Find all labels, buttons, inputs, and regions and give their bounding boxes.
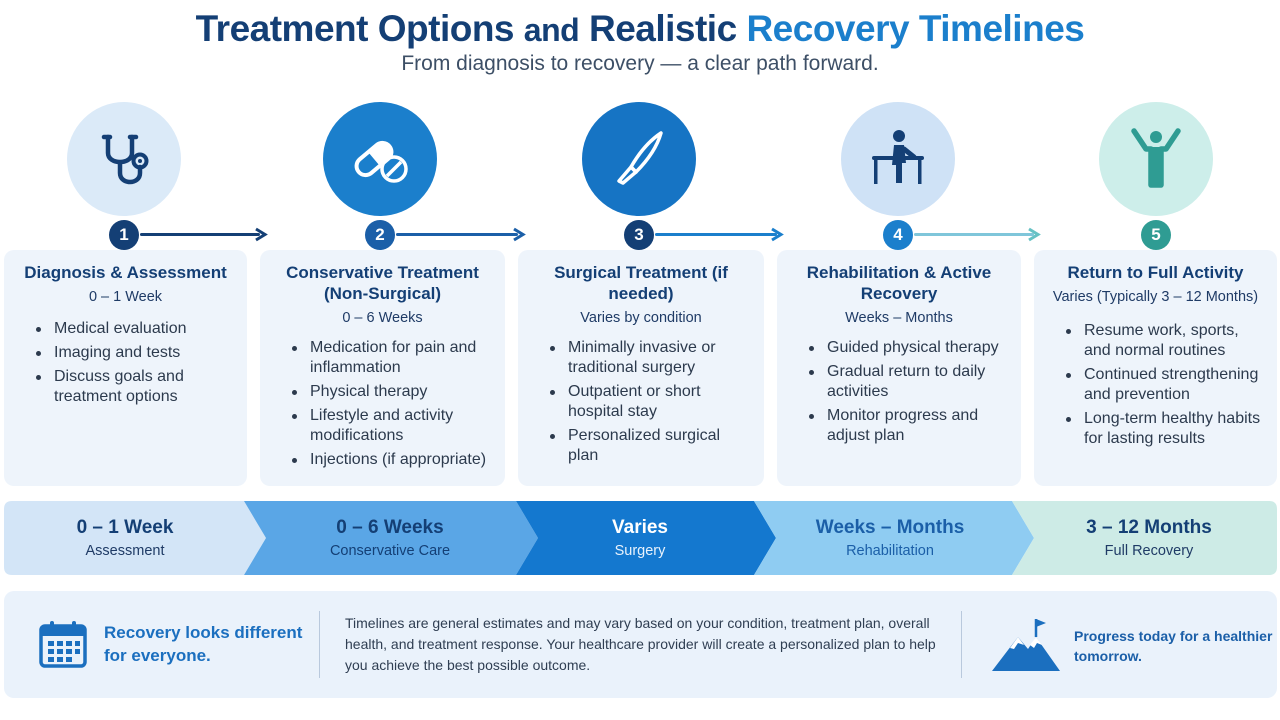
- step-2-title: Conservative Treatment (Non-Surgical): [286, 263, 479, 303]
- list-item: Gradual return to daily activities: [809, 362, 1011, 402]
- list-item: Imaging and tests: [36, 343, 237, 363]
- step-card-1: Diagnosis & Assessment 0 – 1 Week Medica…: [4, 250, 247, 486]
- step-2-bullets: Medication for pain and inflammation Phy…: [270, 338, 495, 470]
- timeline-4-duration: Weeks – Months: [815, 517, 965, 538]
- chevron-right-icon: [771, 227, 784, 242]
- list-item: Minimally invasive or traditional surger…: [550, 338, 754, 378]
- step-3-duration: Varies by condition: [580, 310, 702, 326]
- list-item: Continued strengthening and prevention: [1066, 365, 1267, 405]
- list-item: Injections (if appropriate): [292, 450, 495, 470]
- list-item: Medical evaluation: [36, 319, 237, 339]
- footer-body: Timelines are general estimates and may …: [345, 615, 936, 673]
- step-1-bullets: Medical evaluation Imaging and tests Dis…: [14, 319, 237, 407]
- step-1-title: Diagnosis & Assessment: [24, 263, 227, 282]
- step-1-duration: 0 – 1 Week: [88, 289, 163, 305]
- timeline-5-label: Full Recovery: [1104, 543, 1194, 559]
- connector-2-3: [396, 233, 518, 236]
- step-5-title: Return to Full Activity: [1067, 263, 1244, 282]
- person-arms-raised-icon: [1131, 128, 1181, 188]
- footer-tagline: Progress today for a healthier tomorrow.: [1074, 628, 1273, 664]
- timeline-segment-1-shape: [4, 501, 266, 575]
- step-5-number: 5: [1141, 220, 1171, 250]
- step-5-bullets: Resume work, sports, and normal routines…: [1044, 321, 1267, 449]
- title-part-2: and: [523, 12, 580, 48]
- timeline-3-label: Surgery: [614, 543, 666, 559]
- timeline-segment-3: Varies Surgery: [536, 501, 744, 575]
- timeline-chevrons: [4, 501, 1277, 575]
- step-4-duration: Weeks – Months: [845, 310, 953, 326]
- step-card-3: Surgical Treatment (if needed) Varies by…: [518, 250, 764, 486]
- list-item: Long-term healthy habits for lasting res…: [1066, 409, 1267, 449]
- step-2-duration: 0 – 6 Weeks: [342, 310, 423, 326]
- timeline-segment-4: Weeks – Months Rehabilitation: [778, 501, 1002, 575]
- timeline-1-label: Assessment: [85, 543, 165, 559]
- footer-note: Recovery looks different for everyone. T…: [4, 591, 1277, 698]
- chevron-right-icon: [255, 227, 268, 242]
- timeline-segment-3-shape: [516, 501, 776, 575]
- list-item: Personalized surgical plan: [550, 426, 754, 466]
- timeline-segment-1: 0 – 1 Week Assessment: [14, 501, 236, 575]
- title-part-1: Treatment Options: [195, 8, 515, 49]
- step-5-icon-circle: [1099, 102, 1213, 216]
- timeline-2-duration: 0 – 6 Weeks: [336, 517, 444, 538]
- timeline-segment-2-shape: [244, 501, 538, 575]
- list-item: Discuss goals and treatment options: [36, 367, 237, 407]
- timeline-4-label: Rehabilitation: [846, 543, 934, 559]
- footer-heading: Recovery looks different for everyone.: [104, 623, 303, 665]
- connector-1-2: [140, 233, 260, 236]
- pill-icon: [354, 140, 408, 183]
- connector-3-4: [655, 233, 777, 236]
- chevron-right-icon: [513, 227, 526, 242]
- step-3-title: Surgical Treatment (if needed): [554, 263, 728, 303]
- rehab-walker-icon: [872, 130, 924, 184]
- chevron-right-icon: [1028, 227, 1041, 242]
- timeline-segment-5-shape: [1012, 501, 1277, 575]
- list-item: Guided physical therapy: [809, 338, 1011, 358]
- timeline-band: 0 – 1 Week Assessment 0 – 6 Weeks Conser…: [4, 501, 1277, 575]
- step-card-5: Return to Full Activity Varies (Typicall…: [1034, 250, 1277, 486]
- calendar-icon: [39, 621, 87, 668]
- stethoscope-icon: [101, 134, 149, 185]
- timeline-segment-4-shape: [754, 501, 1034, 575]
- list-item: Outpatient or short hospital stay: [550, 382, 754, 422]
- list-item: Monitor progress and adjust plan: [809, 406, 1011, 446]
- list-item: Lifestyle and activity modifications: [292, 406, 495, 446]
- title-part-4: Recovery Timelines: [746, 8, 1085, 49]
- step-1-number: 1: [109, 220, 139, 250]
- timeline-3-duration: Varies: [612, 517, 668, 538]
- step-4-number: 4: [883, 220, 913, 250]
- step-card-2: Conservative Treatment (Non-Surgical) 0 …: [260, 250, 505, 486]
- step-card-4: Rehabilitation & Active Recovery Weeks –…: [777, 250, 1021, 486]
- scalpel-icon: [617, 131, 663, 185]
- timeline-2-label: Conservative Care: [329, 543, 451, 559]
- step-3-icon-circle: [582, 102, 696, 216]
- step-1-icon-circle: [67, 102, 181, 216]
- title-part-3: Realistic: [588, 8, 737, 49]
- step-3-number: 3: [624, 220, 654, 250]
- step-4-title: Rehabilitation & Active Recovery: [806, 263, 992, 303]
- step-4-icon-circle: [841, 102, 955, 216]
- step-3-bullets: Minimally invasive or traditional surger…: [528, 338, 754, 466]
- footer-divider-2: [961, 611, 962, 678]
- connector-4-5: [914, 233, 1034, 236]
- timeline-segment-2: 0 – 6 Weeks Conservative Care: [270, 501, 510, 575]
- timeline-1-duration: 0 – 1 Week: [76, 517, 174, 538]
- page-title: Treatment Options and Realistic Recovery…: [0, 8, 1280, 50]
- step-4-bullets: Guided physical therapy Gradual return t…: [787, 338, 1011, 446]
- timeline-segment-5: 3 – 12 Months Full Recovery: [1036, 501, 1262, 575]
- step-2-number: 2: [365, 220, 395, 250]
- timeline-5-duration: 3 – 12 Months: [1086, 517, 1212, 538]
- list-item: Resume work, sports, and normal routines: [1066, 321, 1267, 361]
- list-item: Medication for pain and inflammation: [292, 338, 495, 378]
- footer-divider-1: [319, 611, 320, 678]
- list-item: Physical therapy: [292, 382, 495, 402]
- mountain-flag-icon: [992, 619, 1060, 671]
- page-subtitle: From diagnosis to recovery — a clear pat…: [401, 52, 879, 75]
- step-5-duration: Varies (Typically 3 – 12 Months): [1052, 289, 1259, 305]
- step-2-icon-circle: [323, 102, 437, 216]
